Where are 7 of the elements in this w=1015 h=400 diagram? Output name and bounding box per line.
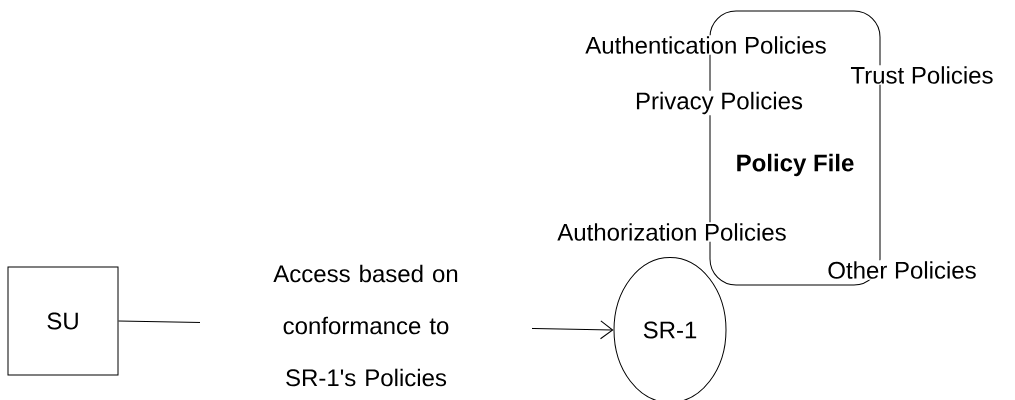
policy-label: Authorization Policies bbox=[556, 222, 788, 242]
policy-label: Other Policies bbox=[826, 260, 978, 280]
policy-label: Trust Policies bbox=[849, 65, 995, 85]
policy-label: Authentication Policies bbox=[584, 35, 828, 55]
edge-label: Access based on conformance to SR-1's Policies bbox=[200, 263, 532, 388]
policy-label: Privacy Policies bbox=[634, 90, 805, 116]
process-box: SU bbox=[7, 266, 119, 376]
